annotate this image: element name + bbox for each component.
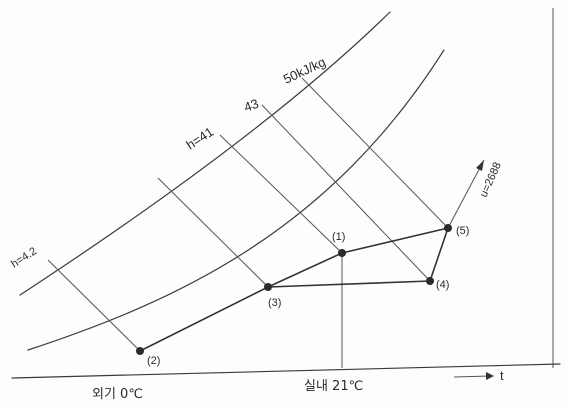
point-3-label: (3): [268, 297, 281, 309]
enthalpy-line-mid1: [157, 177, 269, 288]
t-axis-label: t: [500, 368, 504, 383]
point-4-marker: [426, 277, 434, 285]
temperature-axis: [11, 363, 561, 379]
ratio-arrow-line: [447, 159, 485, 229]
point-1-label: (1): [332, 231, 345, 243]
enthalpy-label-50: 50kJ/kg: [281, 54, 328, 87]
point-3-marker: [264, 283, 272, 291]
enthalpy-label-low: h=4.2: [9, 245, 39, 270]
enthalpy-label-mid: h=41: [183, 124, 216, 153]
point-5-marker: [444, 224, 452, 232]
boundary-curve: [19, 11, 391, 296]
point-2-marker: [136, 347, 144, 355]
outdoor-temp-label: 외기 0℃: [92, 387, 143, 402]
process-line-main: [139, 227, 449, 352]
process-line-return: [267, 227, 449, 288]
point-4-label: (4): [436, 279, 449, 291]
saturation-curve: [27, 49, 445, 351]
enthalpy-line-43: [261, 104, 431, 282]
ratio-arrow-head: [476, 160, 484, 171]
enthalpy-line-mid2: [219, 134, 343, 254]
t-arrow-line: [453, 375, 491, 378]
enthalpy-line-low: [47, 259, 141, 352]
t-arrow-head: [486, 372, 494, 380]
point-5-label: (5): [456, 225, 469, 237]
point-1-marker: [338, 249, 346, 257]
enthalpy-label-43: 43: [242, 96, 261, 115]
point-2-label: (2): [147, 355, 160, 367]
indoor-temp-label: 실내 21℃: [304, 379, 363, 394]
enthalpy-line-50: [301, 77, 449, 229]
